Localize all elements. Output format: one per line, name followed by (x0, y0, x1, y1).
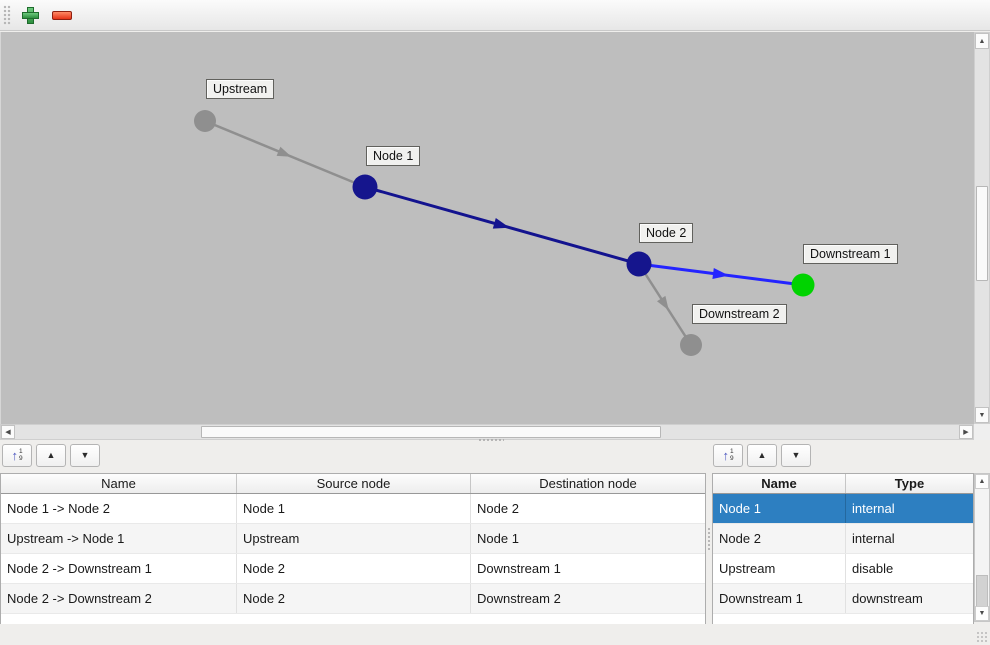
cell-type: disable (852, 561, 894, 576)
down-arrow-icon: ▼ (978, 610, 986, 617)
plus-icon (21, 6, 39, 24)
empty-row (713, 614, 973, 624)
nodes-sort-button[interactable]: ↑ 1 9 (713, 444, 743, 467)
window-resize-grip[interactable] (976, 631, 988, 643)
vertical-scroll-thumb[interactable] (976, 186, 988, 281)
node-node1[interactable] (352, 174, 378, 200)
cell-source: Node 2 (237, 584, 471, 613)
cell-destination: Downstream 1 (477, 561, 561, 576)
up-arrow-icon: ▲ (978, 478, 986, 485)
cell-name: Upstream (713, 554, 846, 583)
main-toolbar (0, 0, 990, 31)
cell-source: Node 2 (237, 554, 471, 583)
cell-type: internal (852, 501, 895, 516)
cell-type: downstream (852, 591, 923, 606)
node-upstream[interactable] (194, 110, 216, 132)
edge-node2-downstream2-arrow-icon (657, 295, 669, 311)
cell-name: Upstream -> Node 1 (1, 524, 237, 553)
cell-name: Downstream 1 (713, 584, 846, 613)
down-triangle-icon: ▼ (791, 450, 801, 460)
scroll-right-button[interactable]: ▶ (959, 425, 973, 439)
down-triangle-icon: ▼ (80, 450, 90, 460)
left-arrow-icon: ◀ (5, 429, 11, 436)
nodes-move-up-button[interactable]: ▲ (747, 444, 777, 467)
column-header-source-node[interactable]: Source node (237, 474, 471, 493)
nodes-move-down-button[interactable]: ▼ (781, 444, 811, 467)
table-row[interactable]: Upstream -> Node 1 Upstream Node 1 (1, 524, 705, 554)
nodes-table: Name Type Node 1 internal Node 2 interna… (712, 473, 974, 624)
edges-sort-button[interactable]: ↑ 1 9 (2, 444, 32, 467)
cell-source: Node 1 (237, 494, 471, 523)
nodes-table-header: Name Type (713, 474, 973, 494)
node-downstream2[interactable] (680, 334, 702, 356)
cell-name: Node 1 -> Node 2 (1, 494, 237, 523)
table-row[interactable]: Downstream 1 downstream (713, 584, 973, 614)
scroll-down-button[interactable]: ▼ (975, 407, 989, 423)
edges-table-header: Name Source node Destination node (1, 474, 705, 494)
up-triangle-icon: ▲ (46, 450, 56, 460)
edges-move-down-button[interactable]: ▼ (70, 444, 100, 467)
node-downstream1[interactable] (791, 273, 815, 297)
column-header-type[interactable]: Type (894, 476, 925, 491)
edge-node1-node2-arrow-icon (492, 218, 510, 229)
toolbar-drag-handle[interactable] (3, 5, 11, 25)
sort-ascending-icon: ↑ 1 9 (11, 448, 23, 463)
minus-icon (52, 10, 72, 20)
scrollbar-corner (974, 424, 990, 440)
node-label-downstream2[interactable]: Downstream 2 (692, 304, 787, 324)
graph-canvas[interactable]: Upstream Node 1 Node 2 Downstream 1 Down… (0, 32, 974, 424)
canvas-horizontal-scrollbar[interactable]: ◀ ▶ (0, 424, 974, 440)
cell-source: Upstream (237, 524, 471, 553)
horizontal-pane-splitter[interactable] (478, 438, 504, 443)
edge-node2-downstream1-arrow-icon (712, 268, 729, 279)
graph-canvas-panel: Upstream Node 1 Node 2 Downstream 1 Down… (0, 31, 990, 440)
right-arrow-icon: ▶ (963, 429, 969, 436)
table-row[interactable]: Node 2 -> Downstream 2 Node 2 Downstream… (1, 584, 705, 614)
edge-upstream-node1-arrow-icon (276, 146, 292, 157)
node-label-node2[interactable]: Node 2 (639, 223, 694, 243)
vertical-pane-splitter[interactable] (707, 527, 712, 551)
edges-move-up-button[interactable]: ▲ (36, 444, 66, 467)
empty-row (1, 614, 705, 624)
column-header-name[interactable]: Name (1, 474, 237, 493)
add-node-button[interactable] (18, 4, 42, 26)
edges-table: Name Source node Destination node Node 1… (0, 473, 706, 624)
cell-name: Node 2 -> Downstream 2 (1, 584, 237, 613)
table-row[interactable]: Node 1 -> Node 2 Node 1 Node 2 (1, 494, 705, 524)
up-arrow-icon: ▲ (978, 37, 986, 45)
column-header-destination-node[interactable]: Destination node (539, 476, 637, 491)
scroll-left-button[interactable]: ◀ (1, 425, 15, 439)
up-triangle-icon: ▲ (757, 450, 767, 460)
horizontal-scroll-thumb[interactable] (201, 426, 661, 438)
table-row[interactable]: Upstream disable (713, 554, 973, 584)
scroll-up-button[interactable]: ▲ (975, 474, 989, 489)
scroll-down-button[interactable]: ▼ (975, 606, 989, 621)
table-row[interactable]: Node 2 -> Downstream 1 Node 2 Downstream… (1, 554, 705, 584)
cell-name: Node 2 -> Downstream 1 (1, 554, 237, 583)
node-label-node1[interactable]: Node 1 (366, 146, 421, 166)
node-node2[interactable] (626, 251, 652, 277)
nodes-table-scrollbar[interactable]: ▲ ▼ (974, 473, 990, 622)
vertical-scroll-thumb[interactable] (976, 575, 988, 607)
table-row-selected[interactable]: Node 1 internal (713, 494, 973, 524)
node-label-downstream1[interactable]: Downstream 1 (803, 244, 898, 264)
table-row[interactable]: Node 2 internal (713, 524, 973, 554)
cell-type: internal (852, 531, 895, 546)
cell-destination: Node 2 (477, 501, 519, 516)
sort-ascending-icon: ↑ 1 9 (722, 448, 734, 463)
cell-destination: Node 1 (477, 531, 519, 546)
cell-destination: Downstream 2 (477, 591, 561, 606)
down-arrow-icon: ▼ (978, 411, 986, 419)
graph-svg (194, 110, 815, 356)
cell-name: Node 1 (713, 494, 846, 523)
node-label-upstream[interactable]: Upstream (206, 79, 275, 99)
cell-name: Node 2 (713, 524, 846, 553)
column-header-name[interactable]: Name (713, 474, 846, 493)
scroll-up-button[interactable]: ▲ (975, 33, 989, 49)
remove-node-button[interactable] (50, 4, 74, 26)
canvas-vertical-scrollbar[interactable]: ▲ ▼ (974, 32, 990, 424)
